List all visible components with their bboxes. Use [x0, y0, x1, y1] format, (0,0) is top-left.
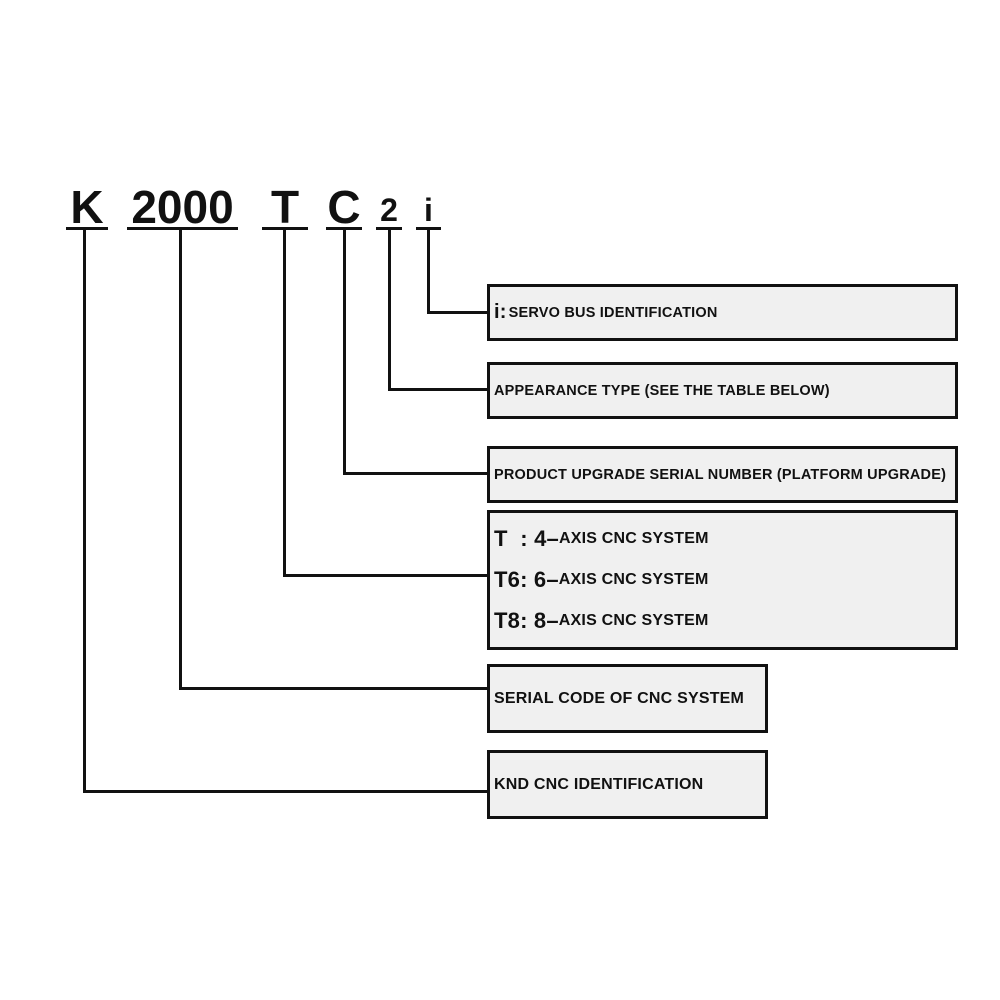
box-serial-code: SERIAL CODE OF CNC SYSTEM: [487, 664, 768, 733]
connector-2-horizontal: [388, 388, 489, 391]
box-product-upgrade: PRODUCT UPGRADE SERIAL NUMBER (PLATFORM …: [487, 446, 958, 503]
connector-t-vertical: [283, 228, 286, 577]
code-letter-c: C: [327, 181, 361, 233]
code-digit-2: 2: [380, 192, 398, 228]
box-axis-types: T : 4– AXIS CNC SYSTEM T6: 6– AXIS CNC S…: [487, 510, 958, 650]
connector-i-horizontal: [427, 311, 489, 314]
code-letter-k: K: [70, 181, 104, 233]
connector-series-horizontal: [179, 687, 489, 690]
axis-text-t6: AXIS CNC SYSTEM: [558, 571, 709, 588]
serial-text: SERIAL CODE OF CNC SYSTEM: [494, 689, 745, 707]
connector-c-vertical: [343, 228, 346, 475]
axis-row-t6: T6: 6– AXIS CNC SYSTEM: [494, 560, 708, 601]
axis-key-t6: T6: 6–: [494, 567, 559, 592]
axis-text-t8: AXIS CNC SYSTEM: [558, 612, 709, 629]
connector-t-horizontal: [283, 574, 489, 577]
code-letter-t: T: [270, 181, 300, 233]
connector-k-vertical: [83, 228, 86, 793]
axis-key-t: T : 4–: [494, 526, 559, 551]
connector-2-vertical: [388, 228, 391, 391]
knd-text: KND CNC IDENTIFICATION: [494, 775, 704, 793]
connector-i-vertical: [427, 228, 430, 314]
appearance-text: APPEARANCE TYPE (SEE THE TABLE BELOW): [494, 382, 830, 399]
connector-series-vertical: [179, 228, 182, 690]
box-knd-identification: KND CNC IDENTIFICATION: [487, 750, 768, 819]
axis-text-t: AXIS CNC SYSTEM: [558, 530, 709, 547]
servo-text: SERVO BUS IDENTIFICATION: [508, 304, 718, 321]
axis-row-t8: T8: 8– AXIS CNC SYSTEM: [494, 601, 708, 642]
servo-lead: i:: [494, 301, 507, 323]
box-appearance-type: APPEARANCE TYPE (SEE THE TABLE BELOW): [487, 362, 958, 419]
code-letter-i: i: [424, 192, 433, 228]
upgrade-text: PRODUCT UPGRADE SERIAL NUMBER (PLATFORM …: [494, 466, 947, 483]
code-series-2000: 2000: [131, 181, 234, 233]
axis-key-t8: T8: 8–: [494, 608, 559, 633]
underline-series: [127, 227, 238, 230]
connector-c-horizontal: [343, 472, 489, 475]
underline-k: [66, 227, 108, 230]
axis-row-t: T : 4– AXIS CNC SYSTEM: [494, 519, 709, 560]
connector-k-horizontal: [83, 790, 489, 793]
box-servo-bus: i: SERVO BUS IDENTIFICATION: [487, 284, 958, 341]
